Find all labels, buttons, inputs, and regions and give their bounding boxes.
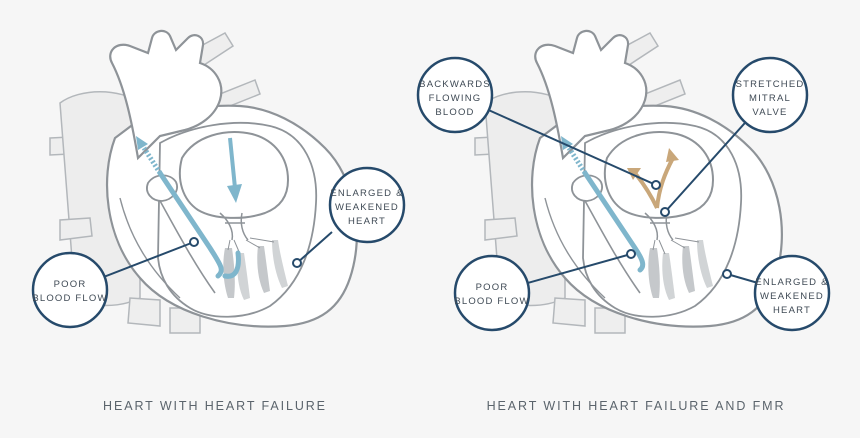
callout-stretched-mitral-valve: STRETCHED MITRAL VALVE [731, 56, 809, 134]
callout-enlarged-heart-right: ENLARGED & WEAKENED HEART [753, 254, 831, 332]
callout-line: WEAKENED [335, 202, 399, 213]
pointer-dot-icon [651, 180, 661, 190]
dashed-arrow-icon [561, 136, 573, 150]
callout-line: STRETCHED [736, 79, 805, 90]
callout-poor-blood-flow-left: POOR BLOOD FLOW [31, 251, 109, 329]
callout-enlarged-heart-left: ENLARGED & WEAKENED HEART [328, 166, 406, 244]
pointer-dot-icon [722, 269, 732, 279]
dashed-arrow-icon [136, 136, 148, 150]
callout-line: HEART [773, 305, 811, 316]
callout-line: BACKWARDS [419, 79, 491, 90]
callout-line: BLOOD [435, 107, 474, 118]
right-heart-illustration [474, 29, 783, 334]
callout-poor-blood-flow-right: POOR BLOOD FLOW [453, 254, 531, 332]
callout-line: BLOOD FLOW [32, 293, 107, 304]
callout-line: ENLARGED & [755, 277, 828, 288]
callout-line: VALVE [752, 107, 787, 118]
callout-line: MITRAL [749, 93, 791, 104]
callout-line: ENLARGED & [330, 188, 403, 199]
callout-line: POOR [54, 279, 87, 290]
caption-left: HEART WITH HEART FAILURE [103, 399, 327, 413]
pointer-dot-icon [292, 258, 302, 268]
callout-line: WEAKENED [760, 291, 824, 302]
callout-line: HEART [348, 216, 386, 227]
left-heart-illustration [49, 29, 358, 334]
pointer-dot-icon [626, 249, 636, 259]
callout-line: BLOOD FLOW [454, 296, 529, 307]
pointer-dot-icon [660, 207, 670, 217]
callout-line: POOR [476, 282, 509, 293]
callout-backwards-flowing-blood: BACKWARDS FLOWING BLOOD [416, 56, 494, 134]
caption-right: HEART WITH HEART FAILURE AND FMR [487, 399, 786, 413]
callout-line: FLOWING [429, 93, 482, 104]
pointer-dot-icon [189, 237, 199, 247]
